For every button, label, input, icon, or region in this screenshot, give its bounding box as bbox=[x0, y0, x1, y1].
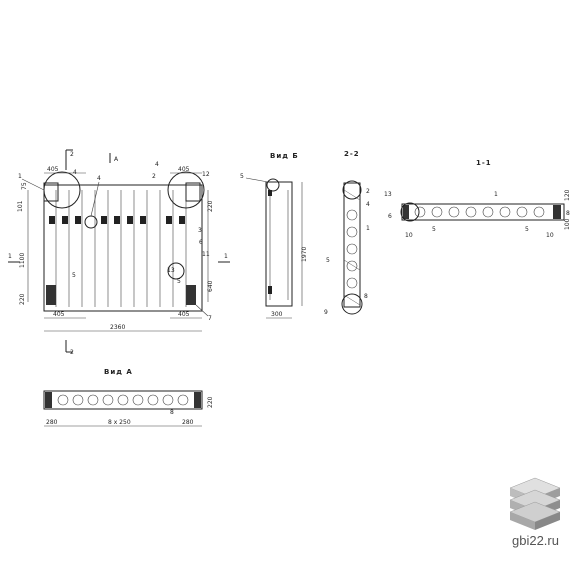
section-2-2-detail-top bbox=[342, 180, 362, 200]
section-2-2-title: 2-2 bbox=[344, 150, 360, 158]
dim-view-b-height: 1970 bbox=[301, 247, 308, 262]
section-2-2-outline bbox=[343, 182, 361, 308]
callout-4-left: 4 bbox=[73, 169, 77, 176]
s11-callout-1: 1 bbox=[494, 191, 498, 198]
callout-6: 6 bbox=[199, 239, 203, 246]
dim-main-right-bottom: 640 bbox=[207, 280, 214, 292]
callout-5: 5 bbox=[177, 278, 181, 285]
section-1-1-outline bbox=[401, 203, 565, 221]
dim-main-top-right: 405 bbox=[178, 166, 190, 173]
embedded-blocks-top bbox=[49, 216, 185, 224]
dim-main-height: 1100 bbox=[19, 253, 26, 268]
view-b-outline bbox=[265, 181, 293, 307]
dim-main-top-left: 405 bbox=[47, 166, 59, 173]
dim-main-left-small: 75 bbox=[21, 182, 28, 190]
s11-callout-5b: 5 bbox=[525, 226, 529, 233]
callout-4-right: 4 bbox=[155, 161, 159, 168]
dim-main-right-top: 220 bbox=[207, 200, 214, 212]
dim-view-a-right: 280 bbox=[182, 419, 194, 426]
dim-s11-right-top: 120 bbox=[564, 189, 571, 201]
callout-3: 3 bbox=[198, 227, 202, 234]
dim-s11-right-bottom: 100 bbox=[564, 218, 571, 230]
view-a-callout-8: 8 bbox=[170, 409, 174, 416]
section-2-2-detail-bottom bbox=[341, 293, 363, 315]
s22-callout-5: 5 bbox=[326, 257, 330, 264]
lifting-loop-tr bbox=[185, 182, 201, 202]
dim-s11-left-bottom: 10 bbox=[405, 232, 413, 239]
callout-13: 13 bbox=[167, 267, 175, 274]
view-b-title: Вид Б bbox=[270, 152, 299, 160]
s22-callout-2: 2 bbox=[366, 188, 370, 195]
section-marker-top: 2 bbox=[70, 151, 74, 158]
s22-callout-9: 9 bbox=[324, 309, 328, 316]
s11-callout-5: 5 bbox=[432, 226, 436, 233]
view-a: Вид А 280 8 x 250 280 220 8 bbox=[43, 368, 214, 427]
view-b-detail-circle bbox=[266, 178, 280, 192]
dim-main-left-top: 101 bbox=[17, 200, 24, 212]
section-marker-bottom: 2 bbox=[70, 349, 74, 356]
s11-callout-6: 6 bbox=[388, 213, 392, 220]
section-1-marker-right: 1 bbox=[224, 253, 228, 260]
dim-view-a-mid: 8 x 250 bbox=[108, 419, 131, 426]
lifting-loop-br bbox=[186, 285, 196, 305]
callout-1: 1 bbox=[18, 173, 22, 180]
view-a-outline bbox=[43, 390, 203, 410]
view-a-marker: А bbox=[114, 156, 119, 163]
view-b-callout-5: 5 bbox=[240, 173, 244, 180]
dim-view-b-width: 300 bbox=[271, 311, 283, 318]
s22-callout-1: 1 bbox=[366, 225, 370, 232]
slab-outline bbox=[43, 184, 203, 312]
lifting-loop-bl bbox=[46, 285, 56, 305]
main-view: 2 2 А bbox=[8, 149, 230, 356]
dim-view-a-height: 220 bbox=[207, 396, 214, 408]
dim-main-bottom-left: 405 bbox=[53, 311, 65, 318]
detail-circle-right bbox=[167, 262, 185, 280]
callout-7: 7 bbox=[208, 315, 212, 322]
s22-callout-4: 4 bbox=[366, 201, 370, 208]
section-1-1-detail bbox=[400, 202, 420, 222]
callout-11: 11 bbox=[202, 251, 210, 258]
view-b: Вид Б 5 1970 300 bbox=[240, 152, 308, 319]
view-a-title: Вид А bbox=[104, 368, 133, 376]
dim-s11-right-offset: 10 bbox=[546, 232, 554, 239]
detail-circle-tl bbox=[43, 171, 81, 209]
dim-main-left-bottom: 220 bbox=[19, 293, 26, 305]
section-2-2: 2-2 2 4 1 5 9 8 bbox=[324, 150, 370, 316]
section-1-marker-left: 1 bbox=[8, 253, 12, 260]
s22-callout-8: 8 bbox=[364, 293, 368, 300]
s11-callout-13: 13 bbox=[384, 191, 392, 198]
site-watermark: gbi22.ru bbox=[512, 533, 559, 548]
dim-main-bottom-right: 405 bbox=[178, 311, 190, 318]
s11-callout-8: 8 bbox=[566, 210, 570, 217]
callout-4-mid: 4 bbox=[97, 175, 101, 182]
dim-view-a-left: 280 bbox=[46, 419, 58, 426]
callout-12: 12 bbox=[202, 171, 210, 178]
hollow-cores bbox=[55, 190, 187, 307]
stacked-slabs-icon bbox=[509, 477, 561, 530]
callout-2: 2 bbox=[152, 173, 156, 180]
dim-main-overall: 2360 bbox=[110, 324, 125, 331]
detail-circle-tr bbox=[167, 171, 205, 209]
section-1-1-title: 1-1 bbox=[476, 159, 492, 167]
callout-5-left: 5 bbox=[72, 272, 76, 279]
section-1-1: 1-1 13 6 5 5 1 8 10 10 120 100 bbox=[384, 159, 571, 239]
